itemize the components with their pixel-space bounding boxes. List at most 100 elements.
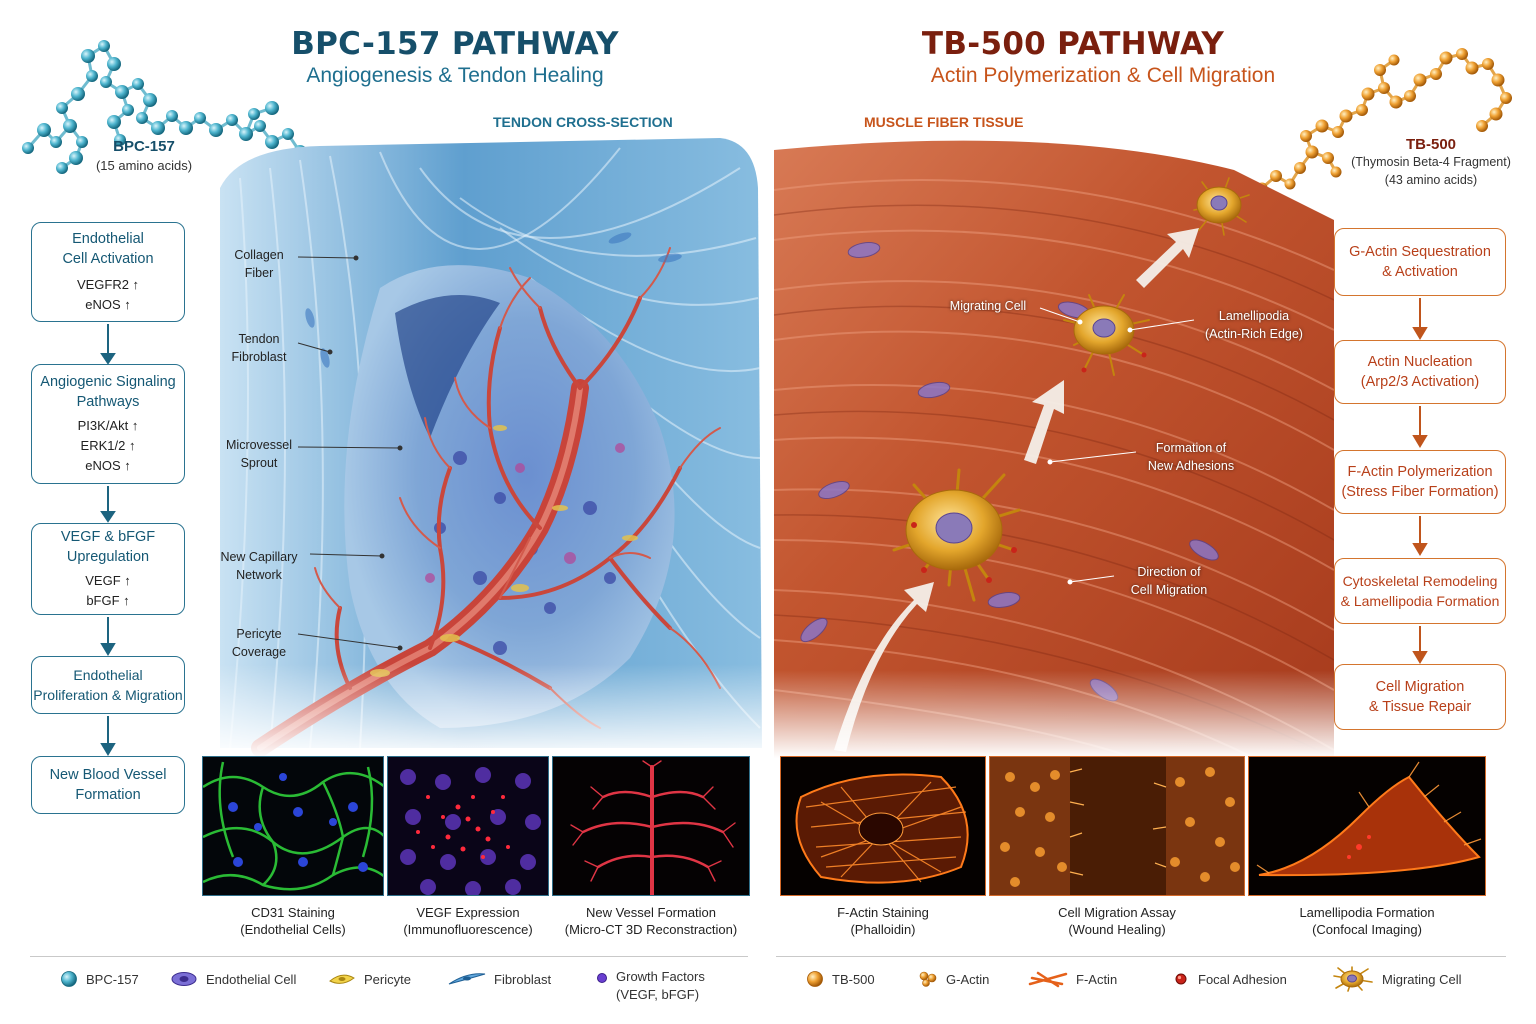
endothelial-cell-icon — [171, 972, 197, 986]
left-pathway-subtitle: Angiogenesis & Tendon Healing — [306, 64, 604, 87]
cell-migration-assay-micrograph — [989, 756, 1245, 896]
legend-f-actin: F-Actin — [1028, 970, 1117, 988]
g-actin-icon — [919, 971, 937, 987]
muscle-section-label: MUSCLE FIBER TISSUE — [864, 114, 1024, 130]
legend-label: BPC-157 — [86, 971, 139, 987]
right-pathway-title: TB-500 PATHWAY — [921, 26, 1225, 62]
legend-label: G-Actin — [946, 971, 990, 987]
annotation-migrating-cell: Migrating Cell — [949, 299, 1027, 313]
tendon-annotation-leaders — [297, 255, 403, 651]
annotation-lamellipodia: Lamellipodia (Actin-Rich Edge) — [1205, 309, 1303, 341]
tb-step-cytoskeletal: Cytoskeletal Remodeling & Lamellipodia F… — [1334, 558, 1506, 624]
step-marker: ERK1/2 ↑ — [80, 438, 136, 453]
annotation-new-adhesions: Formation of New Adhesions — [1147, 441, 1235, 473]
left-pathway-title: BPC-157 PATHWAY — [291, 26, 619, 62]
tb-step-g-actin: G-Actin Sequestration & Activation — [1334, 228, 1506, 296]
annotation-tendon-fibroblast: Tendon Fibroblast — [231, 332, 287, 364]
step-subtitle: (Arp2/3 Activation) — [1360, 374, 1480, 390]
step-title: Angiogenic Signaling Pathways — [40, 374, 176, 410]
step-marker: PI3K/Akt ↑ — [77, 418, 139, 433]
legend-label: Growth Factors (VEGF, bFGF) — [616, 969, 705, 1002]
step-title: Endothelial Cell Activation — [62, 231, 154, 267]
tb500-molecule-residues: (43 amino acids) — [1384, 173, 1478, 187]
bpc157-molecule-name: BPC-157 — [113, 138, 175, 155]
f-actin-caption-title: F-Actin Staining — [837, 905, 929, 920]
cd31-caption-detail: (Endothelial Cells) — [240, 922, 346, 937]
step-title: Cytoskeletal Remodeling & Lamellipodia F… — [1340, 573, 1500, 609]
tb-step-cell-migration: Cell Migration & Tissue Repair — [1334, 664, 1506, 730]
teal-sphere-icon — [61, 971, 77, 987]
bpc-step-proliferation: Endothelial Proliferation & Migration — [31, 656, 185, 714]
f-actin-staining-micrograph — [780, 756, 986, 896]
annotation-microvessel-sprout: Microvessel Sprout — [226, 438, 292, 470]
legend-tb500: TB-500 — [806, 970, 875, 988]
lamellipodia-caption-title: Lamellipodia Formation — [1299, 905, 1435, 920]
growth-factor-icon — [597, 973, 607, 983]
step-marker: VEGF ↑ — [85, 573, 131, 588]
tb500-molecule-info: (Thymosin Beta-4 Fragment) — [1351, 155, 1511, 169]
bpc-step-vegf-bfgf: VEGF & bFGF Upregulation VEGF ↑ bFGF ↑ — [31, 523, 185, 615]
bpc157-molecule-info: (15 amino acids) — [95, 158, 193, 173]
tendon-section-label: TENDON CROSS-SECTION — [493, 114, 673, 130]
bpc-step-new-vessel: New Blood Vessel Formation — [31, 756, 185, 814]
annotation-migration-direction: Direction of Cell Migration — [1130, 565, 1208, 597]
vessel-caption-title: New Vessel Formation — [585, 905, 717, 920]
vegf-expression-micrograph — [387, 756, 549, 896]
legend-migrating-cell: Migrating Cell — [1330, 966, 1461, 992]
legend-label: Focal Adhesion — [1198, 971, 1287, 987]
step-title: G-Actin Sequestration & Activation — [1349, 244, 1491, 280]
step-marker: eNOS ↑ — [85, 297, 131, 312]
legend-label: Migrating Cell — [1382, 971, 1462, 987]
f-actin-icon — [1028, 971, 1068, 988]
cd31-staining-micrograph — [202, 756, 384, 896]
step-title: VEGF & bFGF Upregulation — [60, 529, 156, 565]
legend-label: Fibroblast — [494, 971, 552, 987]
step-title: New Blood Vessel Formation — [49, 767, 167, 803]
bpc-step-endothelial-activation: Endothelial Cell Activation VEGFR2 ↑ eNO… — [31, 222, 185, 322]
fibroblast-icon — [448, 973, 486, 985]
legend-growth-factors: Growth Factors (VEGF, bFGF) — [596, 968, 705, 1004]
annotation-new-capillary-network: New Capillary Network — [220, 550, 298, 582]
bpc-step-angiogenic-signaling: Angiogenic Signaling Pathways PI3K/Akt ↑… — [31, 364, 185, 484]
step-title: Endothelial Proliferation & Migration — [33, 667, 183, 703]
right-flow-arrows — [1412, 298, 1428, 664]
step-title: F-Actin Polymerization — [1347, 464, 1493, 480]
legend-bpc157: BPC-157 — [60, 970, 139, 988]
new-vessel-formation-micrograph — [552, 756, 750, 896]
focal-adhesion-icon — [1175, 973, 1187, 985]
vessel-caption-detail: (Micro-CT 3D Reconstraction) — [564, 922, 738, 937]
muscle-fiber-illustration — [774, 130, 1334, 758]
pericyte-icon — [329, 974, 355, 984]
tb-step-actin-nucleation: Actin Nucleation (Arp2/3 Activation) — [1334, 340, 1506, 404]
annotation-collagen-fiber: Collagen Fiber — [234, 248, 284, 280]
migrating-cell-icon — [1333, 966, 1373, 992]
migration-assay-caption-detail: (Wound Healing) — [1068, 922, 1166, 937]
annotation-pericyte-coverage: Pericyte Coverage — [231, 627, 287, 659]
step-title: Cell Migration & Tissue Repair — [1368, 679, 1472, 715]
cd31-caption-title: CD31 Staining — [251, 905, 335, 920]
legend-endothelial-cell: Endothelial Cell — [170, 970, 296, 988]
orange-sphere-icon — [807, 971, 823, 987]
legend-g-actin: G-Actin — [918, 970, 989, 988]
step-marker: eNOS ↑ — [85, 458, 131, 473]
vegf-caption-detail: (Immunofluorescence) — [403, 922, 533, 937]
legend-label: Endothelial Cell — [206, 971, 297, 987]
right-pathway-subtitle: Actin Polymerization & Cell Migration — [930, 64, 1276, 87]
legend-label: Pericyte — [364, 971, 411, 987]
legend-pericyte: Pericyte — [328, 970, 411, 988]
tb500-molecule-name: TB-500 — [1405, 136, 1457, 153]
f-actin-caption-detail: (Phalloidin) — [850, 922, 916, 937]
right-legend-divider — [776, 956, 1506, 957]
legend-label: TB-500 — [832, 971, 875, 987]
tb-step-f-actin: F-Actin Polymerization (Stress Fiber For… — [1334, 450, 1506, 514]
left-flow-arrows — [100, 324, 116, 756]
step-marker: VEGFR2 ↑ — [76, 277, 140, 292]
tendon-cross-section-illustration — [200, 128, 770, 758]
legend-label: F-Actin — [1076, 971, 1118, 987]
migration-assay-caption-title: Cell Migration Assay — [1058, 905, 1176, 920]
lamellipodia-formation-micrograph — [1248, 756, 1486, 896]
lamellipodia-caption-detail: (Confocal Imaging) — [1312, 922, 1422, 937]
step-subtitle: (Stress Fiber Formation) — [1341, 484, 1499, 500]
vegf-caption-title: VEGF Expression — [416, 905, 520, 920]
legend-focal-adhesion: Focal Adhesion — [1172, 970, 1287, 988]
